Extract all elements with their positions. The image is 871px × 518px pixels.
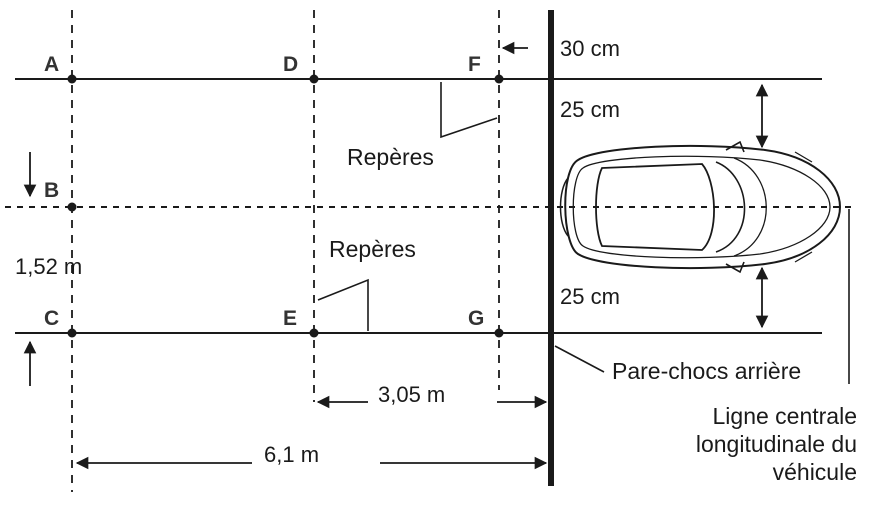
mid-distance-label: 3,05 m <box>378 382 446 407</box>
point-b-label: B <box>44 179 60 202</box>
centerline-caption: Ligne centrale longitudinale du véhicule <box>696 402 857 486</box>
point-d-label: D <box>283 53 299 76</box>
point-e <box>309 328 319 338</box>
centerline-caption-line2: longitudinale du <box>695 431 857 458</box>
point-b <box>67 202 77 212</box>
point-f-label: F <box>468 53 481 76</box>
gap-top-label: 30 cm <box>560 36 620 61</box>
point-e-label: E <box>283 307 298 330</box>
centerline-caption-line1: Ligne centrale <box>712 403 858 429</box>
bottom-offset-label: 25 cm <box>560 284 620 309</box>
car-icon <box>559 140 842 274</box>
point-c-label: C <box>44 307 60 330</box>
top-offset-label: 25 cm <box>560 97 620 122</box>
centerline-caption-line3: véhicule <box>772 459 857 486</box>
bumper-leader <box>554 345 605 373</box>
point-a <box>67 74 77 84</box>
marker-top-shape <box>440 82 498 139</box>
point-d <box>309 74 319 84</box>
point-c <box>67 328 77 338</box>
markers-bottom-label: Repères <box>329 236 416 262</box>
point-a-label: A <box>44 53 60 76</box>
point-g-label: G <box>468 307 485 330</box>
full-distance-label: 6,1 m <box>264 442 320 467</box>
point-g <box>494 328 504 338</box>
point-f <box>494 74 504 84</box>
marker-bottom-shape <box>317 278 369 331</box>
markers-top-label: Repères <box>347 144 434 170</box>
width-label: 1,52 m <box>15 254 83 279</box>
bumper-label: Pare-chocs arrière <box>612 358 802 384</box>
